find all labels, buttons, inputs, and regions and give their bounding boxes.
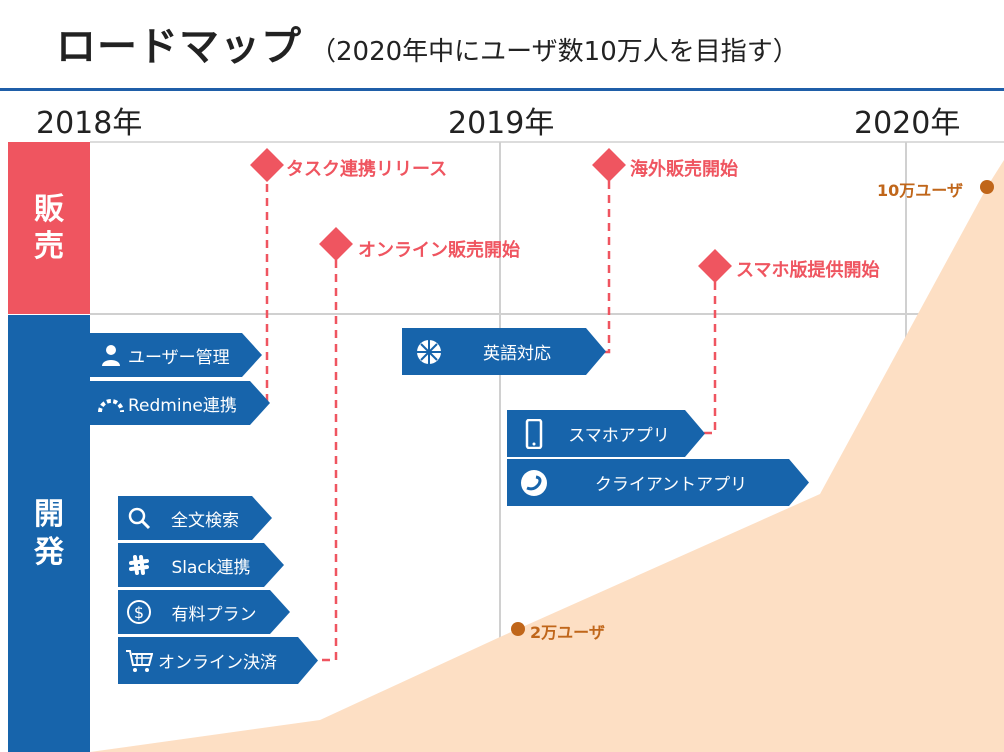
connector-task-release	[258, 170, 269, 407]
feature-smartphone-app: スマホアプリ	[507, 410, 705, 457]
uk-flag-icon	[412, 339, 446, 365]
user-label-2man: 2万ユーザ	[530, 623, 605, 642]
user-dot-10man	[980, 180, 994, 194]
band-sales: 販 売	[8, 142, 90, 314]
feature-paid-plan: $ 有料プラン	[118, 590, 290, 634]
milestone-diamond-smartphone	[698, 249, 732, 283]
smartphone-icon	[517, 419, 551, 449]
milestone-diamond-task	[250, 148, 284, 182]
feature-label: 英語対応	[483, 344, 551, 364]
connector-online-sales	[318, 246, 338, 662]
feature-label: オンライン決済	[158, 653, 277, 673]
client-app-icon	[517, 468, 551, 498]
milestone-task-release: タスク連携リリース	[286, 159, 448, 180]
feature-english: 英語対応	[402, 328, 606, 375]
user-label-10man: 10万ユーザ	[877, 181, 963, 200]
feature-client-app: クライアントアプリ	[507, 459, 809, 506]
feature-redmine: Redmine連携	[90, 381, 270, 425]
svg-text:$: $	[134, 603, 144, 622]
user-dot-2man	[511, 622, 525, 636]
band-dev-label: 開	[34, 497, 64, 532]
feature-fulltext-search: 全文検索	[118, 496, 272, 540]
year-2018: 2018年	[36, 106, 143, 141]
cart-icon	[122, 649, 156, 673]
feature-label: Redmine連携	[128, 395, 237, 416]
band-sales-label: 販	[34, 191, 64, 227]
feature-slack: Slack連携	[118, 543, 284, 587]
band-sales-label-2: 売	[34, 229, 64, 264]
feature-label: 全文検索	[171, 510, 239, 531]
connector-overseas	[596, 167, 611, 354]
feature-label: 有料プラン	[171, 604, 257, 625]
page-title: ロードマップ （2020年中にユーザ数10万人を目指す）	[56, 14, 799, 72]
title-main: ロードマップ	[56, 24, 302, 70]
dollar-icon: $	[122, 599, 156, 625]
user-growth-area	[90, 160, 1004, 752]
year-2019: 2019年	[448, 106, 555, 141]
feature-label: クライアントアプリ	[594, 475, 748, 495]
slack-icon	[122, 554, 156, 576]
milestone-smartphone-version: スマホ版提供開始	[736, 260, 880, 281]
feature-user-management: ユーザー管理	[90, 333, 262, 377]
header-rule	[0, 88, 1004, 91]
feature-label: スマホアプリ	[568, 426, 670, 446]
redmine-icon	[94, 394, 128, 412]
year-2020: 2020年	[854, 106, 961, 141]
feature-label: ユーザー管理	[128, 347, 230, 368]
feature-label: Slack連携	[171, 557, 251, 578]
milestone-diamond-online	[319, 227, 353, 261]
milestone-diamond-overseas	[592, 148, 626, 182]
search-icon	[122, 506, 156, 530]
title-subtitle: （2020年中にユーザ数10万人を目指す）	[310, 37, 799, 67]
milestone-online-sales: オンライン販売開始	[358, 240, 520, 261]
feature-online-payment: オンライン決済	[118, 637, 318, 684]
milestone-overseas: 海外販売開始	[630, 159, 738, 180]
user-icon	[94, 344, 128, 366]
connector-smartphone	[700, 268, 717, 435]
band-dev: 開 発	[8, 315, 90, 752]
band-dev-label-2: 発	[34, 534, 64, 570]
